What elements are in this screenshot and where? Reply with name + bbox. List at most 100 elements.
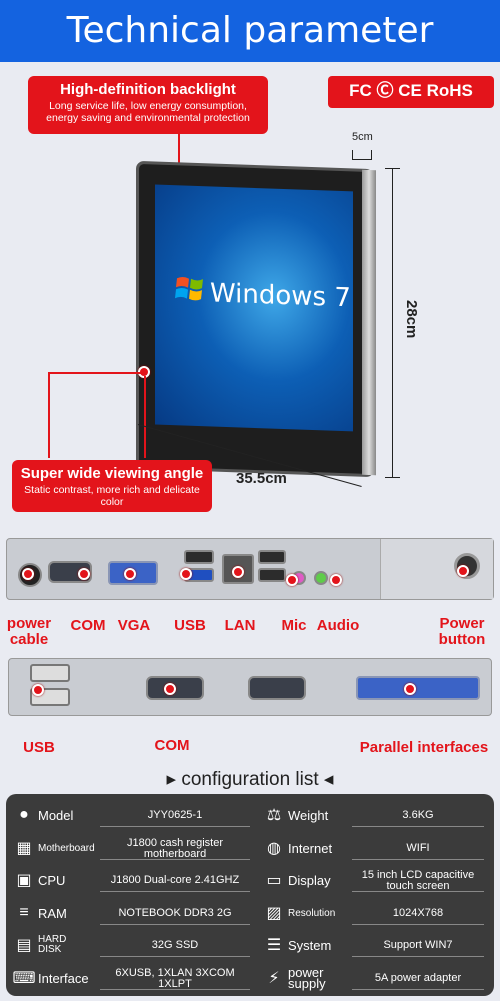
height-dimension: 28cm — [403, 300, 420, 339]
label-power-cable: power cable — [6, 615, 52, 648]
row-value-2: 3.6KG — [352, 805, 484, 827]
usb-top — [184, 550, 214, 564]
label-lan: LAN — [224, 617, 256, 634]
dot-usb-bottom — [32, 684, 44, 696]
row-label-1-text: Interface — [38, 970, 89, 986]
dot-com-bottom — [164, 683, 176, 695]
monitor-image: Windows 7 — [136, 160, 374, 478]
row-value-1: 6XUSB, 1XLAN 3XCOM 1XLPT — [100, 967, 250, 990]
row-value-1: 32G SSD — [100, 935, 250, 957]
certification-badges: FC Ⓒ CE RoHS — [328, 76, 494, 108]
backlight-title: High-definition backlight — [60, 81, 236, 98]
label-audio: Audio — [316, 617, 360, 634]
interface-icon: ⌨ — [12, 970, 36, 987]
dot-vga — [124, 568, 136, 580]
row-label-1-text: Model — [38, 807, 74, 823]
power-plug-icon: ⚡ — [268, 970, 280, 987]
row-label-2: ☰System — [264, 933, 350, 957]
dot-power-button — [457, 565, 469, 577]
row-label-1: ⌨Interface — [12, 966, 100, 990]
row-label-2-text: power supply — [288, 965, 326, 991]
row-value-1: JYY0625-1 — [100, 805, 250, 827]
viewing-line-h — [48, 372, 144, 374]
display-icon: ▭ — [266, 872, 282, 889]
image-icon: ▨ — [266, 905, 282, 922]
dot-mic — [286, 574, 298, 586]
row-label-2-text: Internet — [288, 840, 333, 856]
row-label-2-text: Resolution — [288, 907, 336, 919]
height-cap-bottom — [385, 477, 400, 478]
row-label-1: ▤ HARD DISK — [14, 933, 100, 957]
server-icon: ☰ — [266, 937, 282, 954]
parallel-port — [356, 676, 480, 700]
height-cap-top — [385, 168, 400, 169]
row-value-2: 15 inch LCD capacitive touch screen — [352, 869, 484, 892]
row-label-2-text: Weight — [288, 807, 329, 823]
row-label-1: ▣ CPU — [14, 868, 100, 892]
bezel-marker — [352, 150, 372, 160]
viewing-line — [144, 376, 146, 458]
row-value-1: NOTEBOOK DDR3 2G — [100, 903, 250, 925]
screen: Windows 7 — [155, 184, 353, 432]
config-title: ▸ configuration list ◂ — [166, 769, 334, 790]
dot-power-cable — [22, 568, 34, 580]
table-row: ● Model JYY0625-1 ⚖ Weight 3.6KG — [6, 799, 494, 831]
dot-audio — [330, 574, 342, 586]
row-value-1: J1800 Dual-core 2.41GHZ — [100, 870, 250, 892]
config-title-text: configuration list — [181, 769, 319, 790]
row-label-2: ◍ Internet — [264, 836, 350, 860]
row-label-1: ≡RAM — [14, 901, 100, 925]
label-usb-bottom: USB — [23, 739, 55, 756]
label-mic: Mic — [281, 617, 307, 634]
row-label-2: ▨ Resolution — [264, 901, 350, 925]
row-label-1-text: HARD DISK — [38, 934, 67, 955]
com-port-3 — [248, 676, 306, 700]
label-parallel: Parallel interfaces — [359, 739, 489, 756]
windows-text: Windows 7 — [210, 278, 351, 314]
label-usb: USB — [174, 617, 206, 634]
scale-icon: ⚖ — [266, 807, 282, 824]
backlight-desc: Long service life, low energy consumptio… — [46, 100, 250, 124]
backlight-callout: High-definition backlight Long service l… — [28, 76, 268, 134]
row-value-2: 1024X768 — [352, 903, 484, 925]
usb-2a — [258, 550, 286, 564]
dot-parallel — [404, 683, 416, 695]
row-label-2-text: Display — [288, 872, 331, 888]
row-label-1-text: CPU — [38, 872, 66, 888]
row-value-2: 5A power adapter — [352, 968, 484, 990]
globe-icon: ◍ — [267, 840, 281, 857]
hard-disk-icon: ▤ — [16, 937, 32, 954]
motherboard-icon: ▦ — [16, 840, 32, 857]
row-value-1: J1800 cash register motherboard — [100, 837, 250, 860]
page-title: Technical parameter — [0, 0, 500, 62]
bezel-dimension: 5cm — [352, 131, 373, 143]
label-vga: VGA — [117, 617, 151, 634]
row-value-2: Support WIN7 — [352, 935, 484, 957]
dot-usb — [180, 568, 192, 580]
table-row: ▣ CPU J1800 Dual-core 2.41GHZ ▭ Display 15 in… — [6, 864, 494, 896]
row-label-1: ● Model — [14, 803, 100, 827]
dot-com — [78, 568, 90, 580]
ram-icon: ≡ — [19, 904, 29, 921]
row-label-1-text: Motherboard — [38, 842, 95, 854]
viewing-title: Super wide viewing angle — [20, 465, 204, 482]
label-power-button: Power button — [438, 615, 486, 648]
monitor-side — [362, 169, 376, 476]
windows-logo-icon — [175, 276, 203, 301]
label-com: COM — [70, 617, 106, 634]
height-line — [392, 168, 393, 478]
table-row: ▦ Motherboard J1800 cash register motherbo… — [6, 832, 494, 864]
cpu-icon: ▣ — [16, 872, 32, 889]
usb-2b — [258, 568, 286, 582]
dot-lan — [232, 566, 244, 578]
row-label-2: ▭ Display — [264, 868, 350, 892]
location-pin-icon: ● — [19, 806, 29, 823]
row-value-2: WIFI — [352, 838, 484, 860]
label-com-bottom: COM — [154, 737, 190, 754]
viewing-desc: Static contrast, more rich and delicate … — [24, 484, 200, 508]
audio-jack — [314, 571, 328, 585]
